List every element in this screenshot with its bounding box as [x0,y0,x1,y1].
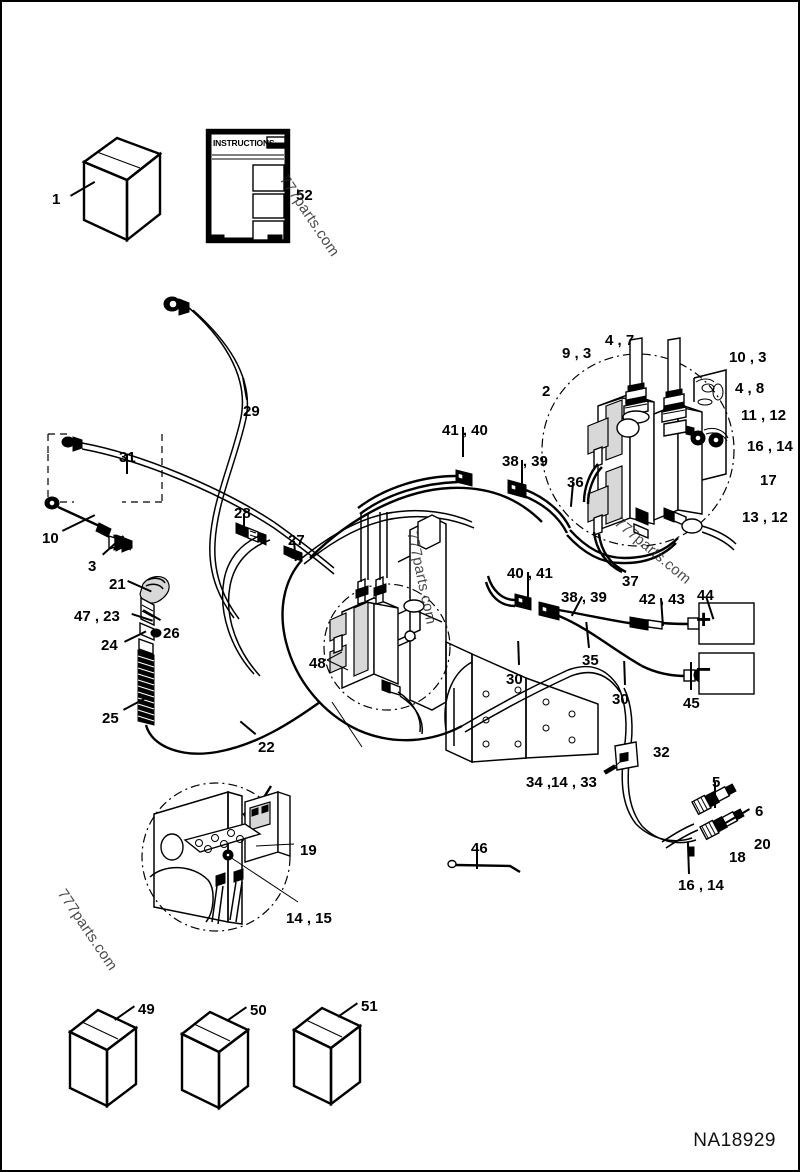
callout-9-3: 9 , 3 [562,345,592,362]
callout-30: 30 [506,671,523,688]
callout-37: 37 [622,573,639,590]
callout-21: 21 [109,576,126,593]
callout-44: 44 [697,587,714,604]
callout-14-15: 14 , 15 [286,910,332,927]
battery-terminal-boxes [698,602,755,695]
callout-10: 10 [42,530,59,547]
fittings-28-27 [235,522,303,562]
callout-29: 29 [243,403,260,420]
harness-36-37 [566,529,679,565]
machine-frame [397,514,599,764]
callout-30: 30 [612,691,629,708]
callout-32: 32 [653,744,670,761]
quick-couplers [661,783,745,857]
callout-4-7: 4 , 7 [605,332,635,349]
callout-27: 27 [288,532,305,549]
rod-10-3 [44,496,133,553]
manifold-48-detail [323,512,451,748]
callout-28: 28 [234,505,251,522]
callout-16-14: 16 , 14 [747,438,793,455]
battery-terminal-negative: − [696,654,712,684]
hose-clamp-32 [614,741,639,771]
callout-35: 35 [582,652,599,669]
callout-41-40: 41 , 40 [442,422,488,439]
callout-17: 17 [760,472,777,489]
callout-3: 3 [88,558,97,575]
connector-41-40 [357,469,473,515]
callout-5: 5 [712,774,721,791]
instructions-label: INSTRUCTIONS [213,138,275,148]
battery-cable-35 [538,601,711,683]
drawing-number: NA18929 [693,1130,776,1151]
callout-49: 49 [138,1001,155,1018]
detail-circle-19 [141,782,299,932]
callout-4-8: 4 , 8 [735,380,765,397]
callout-47-23: 47 , 23 [74,608,120,625]
carton-49 [67,1008,139,1109]
callout-19: 19 [300,842,317,859]
valve-assembly-detail [541,337,737,574]
hose-loop-main [281,486,543,742]
callout-50: 50 [250,1002,267,1019]
callout-11-12: 11 , 12 [741,407,787,424]
rod-46 [447,859,521,874]
callout-46: 46 [471,840,488,857]
instruction-sheet-52 [205,128,291,244]
callout-18: 18 [729,849,746,866]
callout-24: 24 [101,637,118,654]
carton-1 [81,136,163,243]
callout-31: 31 [119,449,136,466]
leader-line [690,662,692,690]
callout-38-39: 38 , 39 [561,589,607,606]
connector-40-41-lower [484,575,532,611]
callout-52: 52 [296,187,313,204]
callout-45: 45 [683,695,700,712]
callout-16-14: 16 , 14 [678,877,724,894]
callout-26: 26 [163,625,180,642]
callout-22: 22 [258,739,275,756]
callout-25: 25 [102,710,119,727]
callout-2: 2 [542,383,551,400]
callout-51: 51 [361,998,378,1015]
arrow-34 [603,764,617,775]
connector-38-39-upper [507,479,572,534]
callout-20: 20 [754,836,771,853]
callout-42-43: 42 , 43 [639,591,685,608]
callout-40-41: 40 , 41 [507,565,553,582]
callout-13-12: 13 , 12 [742,509,788,526]
callout-38-39: 38 , 39 [502,453,548,470]
carton-51 [291,1006,363,1107]
callout-10-3: 10 , 3 [729,349,767,366]
callout-6: 6 [755,803,764,820]
callout-48: 48 [309,655,326,672]
hose-29 [163,296,249,620]
callout-36: 36 [567,474,584,491]
hose-bundle-main [221,509,475,677]
callout-34-14-33: 34 ,14 , 33 [526,774,597,791]
callout-1: 1 [52,191,61,208]
battery-terminal-positive: + [696,604,712,634]
carton-50 [179,1010,251,1111]
